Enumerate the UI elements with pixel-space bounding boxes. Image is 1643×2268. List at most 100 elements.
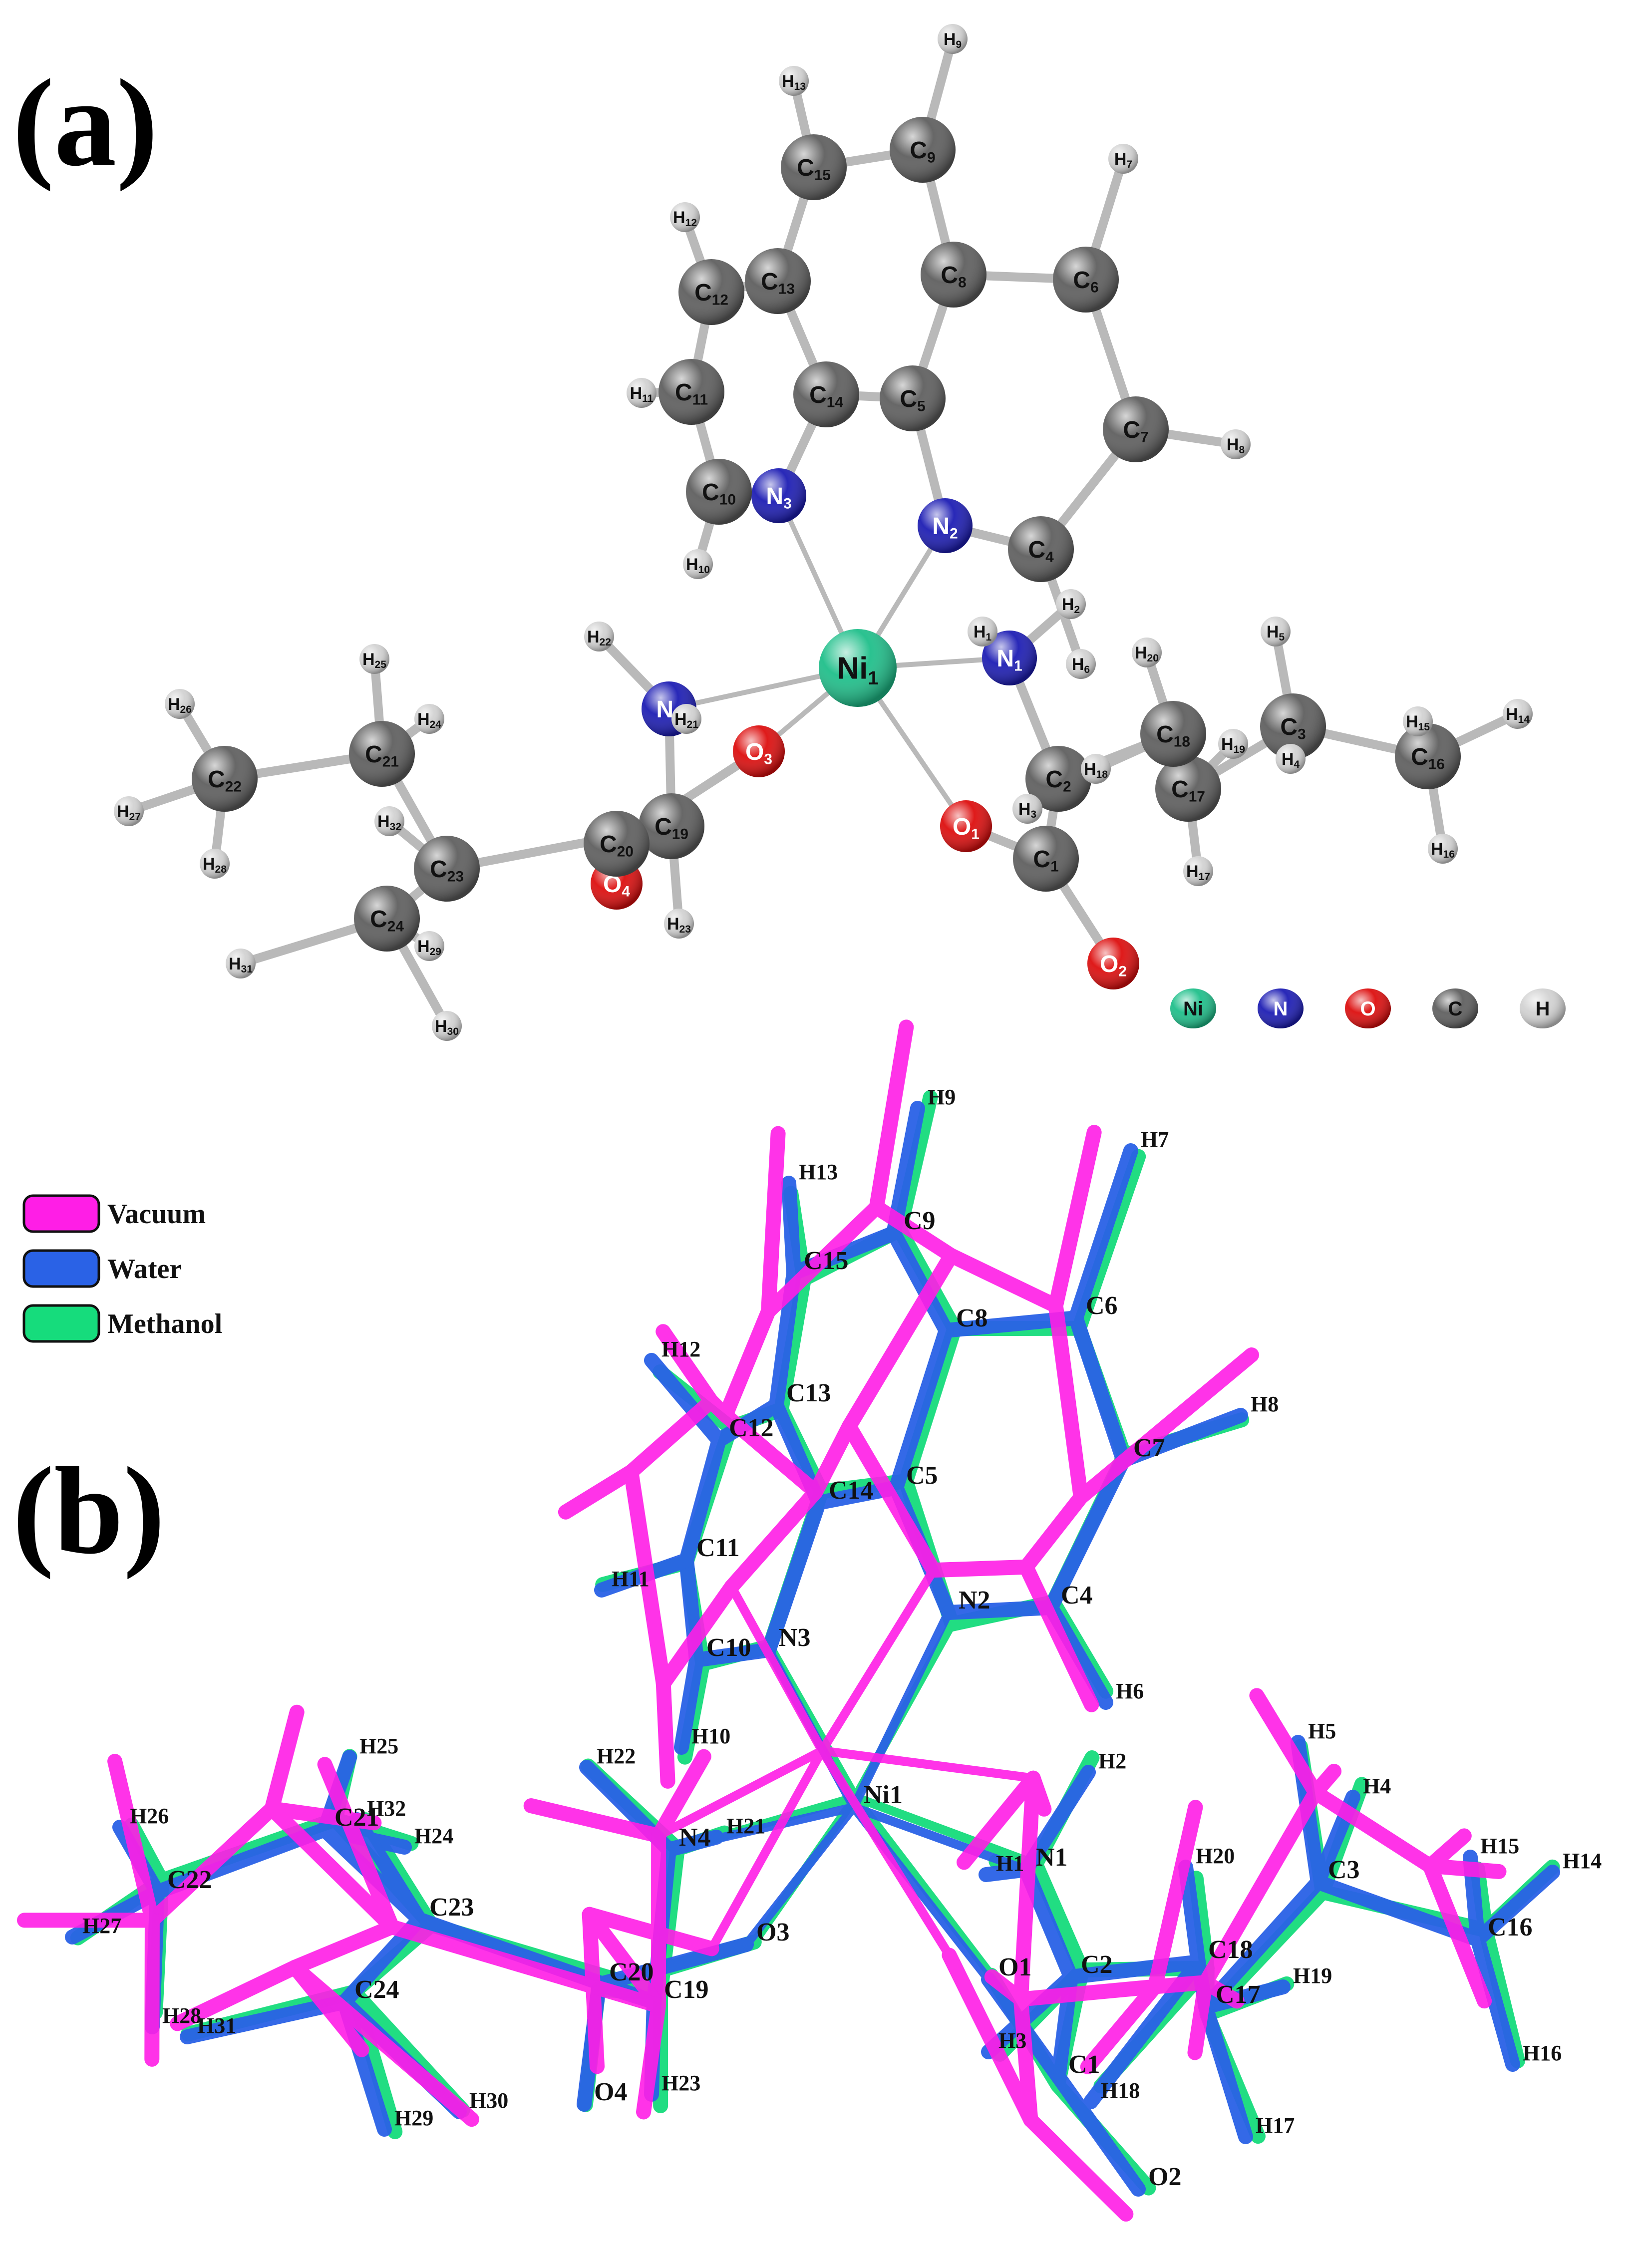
overlay-label-H17: H17 [1256, 2113, 1295, 2138]
atom-label-H30: H30 [435, 1017, 459, 1037]
vacuum-bond-N1-H1 [957, 1770, 1041, 1870]
methanol-bond-N1-C2 [1028, 1857, 1090, 1978]
overlay-label-H29: H29 [394, 2106, 433, 2130]
overlay-label-O3: O3 [756, 1918, 789, 1946]
atom-label-O2: O2 [1100, 951, 1127, 980]
overlay-label-H13: H13 [799, 1160, 838, 1184]
atom-label-H19: H19 [1221, 735, 1245, 755]
atom-C9: C9 [890, 117, 956, 183]
overlay-label-C3: C3 [1328, 1856, 1360, 1884]
atom-H1: H1 [968, 617, 997, 647]
atom-O2: O2 [1087, 938, 1139, 989]
atom-label-Ni1: Ni1 [837, 651, 878, 689]
atom-H3: H3 [1012, 794, 1042, 824]
legend-swatch-vacuum [22, 1194, 100, 1233]
atom-C22: C22 [192, 746, 258, 812]
atom-H31: H31 [226, 949, 256, 978]
water-bond-Ni1-N1 [849, 1803, 1030, 1874]
vacuum-bond-N1-C2 [1013, 1770, 1041, 2007]
atom-label-H2: H2 [1062, 595, 1080, 616]
vacuum-bond-C15-H13 [761, 1126, 786, 1319]
atom-label-N1: N1 [996, 646, 1022, 674]
atom-label-H4: H4 [1282, 750, 1300, 770]
legend-label-vacuum: Vacuum [107, 1199, 206, 1230]
atom-label-C7: C7 [1123, 417, 1148, 446]
atom-H8: H8 [1221, 429, 1251, 459]
overlay-label-N2: N2 [959, 1586, 990, 1615]
element-legend-c: C [1432, 988, 1478, 1028]
atom-label-C4: C4 [1028, 537, 1054, 566]
overlay-label-C5: C5 [906, 1461, 938, 1490]
vacuum-bond-N2-C4 [926, 1559, 1034, 1578]
atom-H4: H4 [1276, 744, 1306, 774]
overlay-label-H21: H21 [726, 1814, 765, 1838]
water-bond-C18-H20 [1178, 1860, 1206, 1969]
atom-O3: O3 [733, 725, 785, 777]
atom-label-C22: C22 [208, 766, 242, 795]
water-bond-C2-C18 [1063, 1954, 1206, 1984]
panel-a: (a) Ni1N1N2N3N4O1O2O3O4C1C2C3C4C5C6C7C8C… [12, 24, 1566, 1041]
vacuum-bond-C23-C24 [287, 1919, 400, 1975]
atom-C7: C7 [1103, 396, 1169, 462]
atom-H13: H13 [779, 66, 809, 96]
atom-label-C18: C18 [1156, 721, 1190, 750]
overlay-label-H27: H27 [82, 1914, 121, 1938]
atom-C8: C8 [921, 242, 986, 308]
atom-label-C9: C9 [910, 137, 935, 166]
overlay-label-C18: C18 [1208, 1936, 1253, 1964]
overlay-label-C10: C10 [706, 1633, 751, 1662]
water-bond-C8-C5 [889, 1323, 954, 1495]
vacuum-bond-C12-H12 [656, 1324, 719, 1409]
water-bond-C14-N3 [761, 1495, 826, 1657]
atom-H28: H28 [200, 849, 230, 879]
overlay-label-H20: H20 [1196, 1844, 1235, 1868]
vacuum-bond-C3-C16 [1308, 1785, 1438, 1874]
svg-text:H: H [1536, 998, 1550, 1020]
atom-label-H24: H24 [417, 710, 441, 730]
atom-H25: H25 [359, 644, 389, 674]
atom-C6: C6 [1053, 247, 1119, 313]
svg-text:Ni: Ni [1183, 998, 1203, 1020]
overlay-label-H23: H23 [661, 2071, 700, 2095]
vacuum-bond-Ni1-N3 [727, 1582, 827, 1755]
element-legend-h: H [1520, 988, 1566, 1028]
vacuum-bond-C16-H16 [1422, 1858, 1492, 2009]
atom-H10: H10 [683, 549, 713, 579]
atom-H26: H26 [165, 689, 195, 719]
atom-label-H21: H21 [674, 710, 698, 730]
overlay-label-H19: H19 [1293, 1963, 1332, 1988]
structure-vacuum [16, 1019, 1507, 2222]
vacuum-bond-C24-H30 [287, 1959, 479, 2127]
water-bond-C11-C12 [679, 1433, 726, 1568]
overlay-label-C23: C23 [429, 1893, 474, 1922]
vacuum-bond-C8-C9 [869, 1200, 959, 1263]
atom-H20: H20 [1132, 638, 1162, 667]
atom-label-N3: N3 [766, 483, 791, 512]
vacuum-bond-C9-C15 [761, 1200, 884, 1319]
vacuum-bond-N4-H21 [651, 1749, 711, 1844]
element-legend-n: N [1258, 988, 1304, 1028]
vacuum-bond-C14-N3 [724, 1484, 823, 1595]
water-bond-C17-H17 [1198, 1999, 1253, 2144]
water-bond-C12-C13 [711, 1398, 784, 1448]
panel-a-label: (a) [12, 54, 158, 192]
atom-H15: H15 [1403, 706, 1433, 736]
vacuum-bond-C14-C5 [808, 1419, 857, 1500]
atom-H22: H22 [584, 622, 614, 651]
atom-C17: C17 [1155, 756, 1221, 822]
atom-C20: C20 [584, 811, 650, 877]
atom-label-O3: O3 [745, 739, 772, 768]
vacuum-bond-C17-H17 [1187, 1975, 1213, 2060]
legend-swatch-methanol [22, 1304, 100, 1343]
element-legend-o: O [1345, 988, 1391, 1028]
element-legend-ni: Ni [1170, 988, 1216, 1028]
atom-H23: H23 [664, 909, 694, 939]
overlay-label-C7: C7 [1133, 1434, 1165, 1462]
overlay-label-C13: C13 [786, 1379, 831, 1407]
vacuum-bond-C6-H7 [1048, 1125, 1102, 1313]
atom-label-H11: H11 [630, 384, 654, 404]
overlay-label-C15: C15 [804, 1247, 849, 1275]
overlay-label-C1: C1 [1068, 2050, 1100, 2079]
overlay-label-H11: H11 [612, 1567, 650, 1591]
